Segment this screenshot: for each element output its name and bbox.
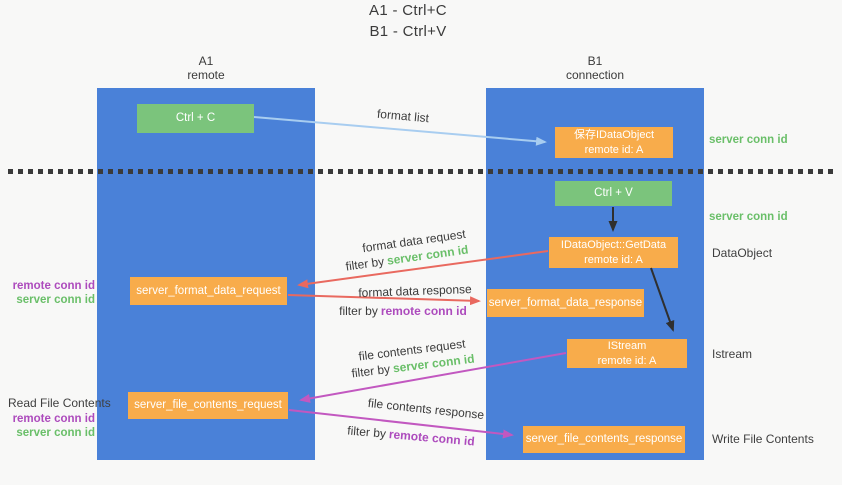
lane-a1-title: A1 [198, 54, 214, 68]
node-server-file-contents-response: server_file_contents_response [523, 426, 685, 453]
annotation-write-file-contents: Write File Contents [712, 432, 814, 446]
node-ctrl-v: Ctrl + V [555, 181, 672, 206]
annotation-format-conn-ids: remote conn id server conn id [0, 279, 95, 306]
filter-by-text: filter by [350, 361, 391, 381]
label-format-list: format list [376, 106, 430, 126]
lane-b1-subtitle: connection [565, 67, 625, 82]
node-istream-line2: remote id: A [597, 354, 657, 367]
node-server-file-contents-request-label: server_file_contents_request [134, 399, 282, 412]
annotation-read-file-contents: Read File Contents [8, 396, 111, 410]
filter-by-text: filter by [344, 254, 386, 274]
node-save-idataobject-line2: remote id: A [584, 143, 644, 156]
remote-conn-id-text: remote conn id [380, 304, 467, 318]
annotation-server-conn-id-top: server conn id [709, 134, 788, 146]
diagram-title: A1 - Ctrl+C B1 - Ctrl+V [0, 0, 816, 42]
annotation-dataobject: DataObject [712, 246, 773, 260]
annotation-remote-conn-id-format: remote conn id [12, 280, 95, 292]
lane-header-a1: A1 remote [97, 54, 315, 83]
annotation-remote-conn-id-file: remote conn id [12, 413, 95, 425]
title-line-2: B1 - Ctrl+V [369, 23, 447, 40]
title-line-1: A1 - Ctrl+C [369, 2, 447, 19]
node-ctrl-v-label: Ctrl + V [594, 187, 633, 200]
annotation-server-conn-id-mid: server conn id [709, 211, 788, 223]
node-ctrl-c-label: Ctrl + C [175, 112, 216, 125]
dotted-divider-line [8, 169, 838, 174]
annotation-istream: Istream [712, 347, 753, 361]
annotation-server-conn-id-file: server conn id [16, 426, 95, 439]
node-server-format-data-request: server_format_data_request [130, 277, 287, 305]
annotation-file-conn-ids: remote conn id server conn id [0, 412, 95, 439]
lane-header-b1: B1 connection [486, 54, 704, 83]
node-save-idataobject-line1: 保存IDataObject [573, 128, 655, 141]
filter-by-text: filter by [346, 423, 387, 441]
label-format-data-response: format data response [358, 282, 472, 300]
lane-b1-title: B1 [587, 54, 603, 68]
node-save-idataobject: 保存IDataObject remote id: A [555, 127, 673, 158]
node-ctrl-c: Ctrl + C [137, 104, 254, 133]
node-server-format-data-request-label: server_format_data_request [136, 284, 281, 297]
node-istream: IStream remote id: A [567, 339, 687, 368]
annotation-server-conn-id-format: server conn id [16, 293, 95, 306]
node-server-file-contents-response-label: server_file_contents_response [525, 433, 683, 446]
node-getdata-line2: remote id: A [584, 253, 643, 266]
label-file-contents-response: file contents response [367, 395, 485, 423]
node-server-format-data-response: server_format_data_response [487, 289, 644, 317]
node-idataobject-getdata: IDataObject::GetData remote id: A [549, 237, 678, 268]
node-istream-line1: IStream [607, 339, 647, 352]
remote-conn-id-text: remote conn id [388, 427, 476, 449]
node-getdata-line1: IDataObject::GetData [560, 238, 667, 251]
filter-by-text: filter by [339, 304, 378, 318]
lane-a1-subtitle: remote [187, 67, 225, 82]
node-server-file-contents-request: server_file_contents_request [128, 392, 288, 419]
node-server-format-data-response-label: server_format_data_response [488, 296, 643, 309]
